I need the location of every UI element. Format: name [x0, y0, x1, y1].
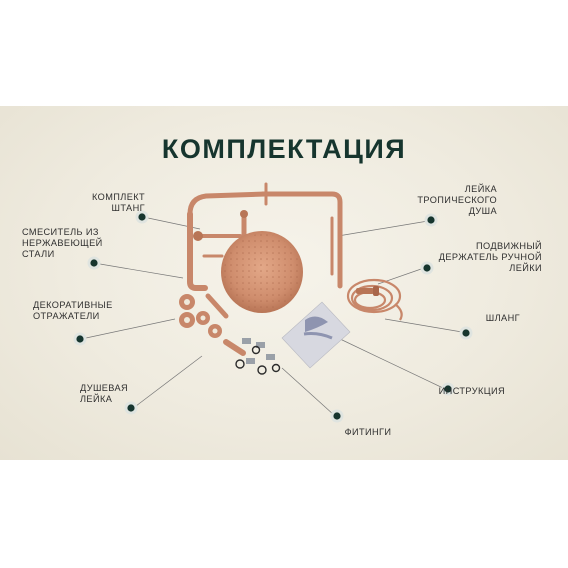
label-hose: ШЛАНГ — [485, 313, 520, 323]
marker-dot-icon — [459, 326, 473, 340]
hand-shower — [205, 293, 246, 356]
holder — [356, 286, 379, 296]
label-manual: ИНСТРУКЦИЯ — [438, 386, 505, 396]
page-title: КОМПЛЕКТАЦИЯ — [161, 134, 407, 164]
markers — [73, 210, 473, 423]
marker-dot-icon — [124, 401, 138, 415]
marker-dot-icon — [135, 210, 149, 224]
label-mixer: СМЕСИТЕЛЬ ИЗ НЕРЖАВЕЮЩЕЙ СТАЛИ — [22, 227, 103, 259]
rain-shower-head — [221, 231, 303, 313]
label-reflectors: ДЕКОРАТИВНЫЕ ОТРАЖАТЕЛИ — [33, 300, 113, 321]
hose — [346, 278, 403, 321]
marker-dot-icon — [441, 382, 455, 396]
rods-kit — [187, 182, 343, 291]
label-rain-shower: ЛЕЙКА ТРОПИЧЕСКОГО ДУША — [417, 184, 497, 216]
marker-dot-icon — [330, 409, 344, 423]
label-holder: ПОДВИЖНЫЙ ДЕРЖАТЕЛЬ РУЧНОЙ ЛЕЙКИ — [438, 241, 542, 273]
label-rods-kit: КОМПЛЕКТ ШТАНГ — [92, 192, 145, 213]
label-fittings: ФИТИНГИ — [344, 427, 392, 437]
marker-dot-icon — [420, 261, 434, 275]
label-hand-shower: ДУШЕВАЯ ЛЕЙКА — [80, 383, 129, 404]
decorative-reflectors — [179, 294, 222, 338]
instruction-booklet — [281, 301, 351, 369]
product-kit-card: КОМПЛЕКТАЦИЯ — [0, 106, 568, 460]
marker-dot-icon — [424, 213, 438, 227]
marker-dot-icon — [73, 332, 87, 346]
product-illustration — [73, 182, 473, 423]
fittings — [235, 338, 281, 375]
marker-dot-icon — [87, 256, 101, 270]
